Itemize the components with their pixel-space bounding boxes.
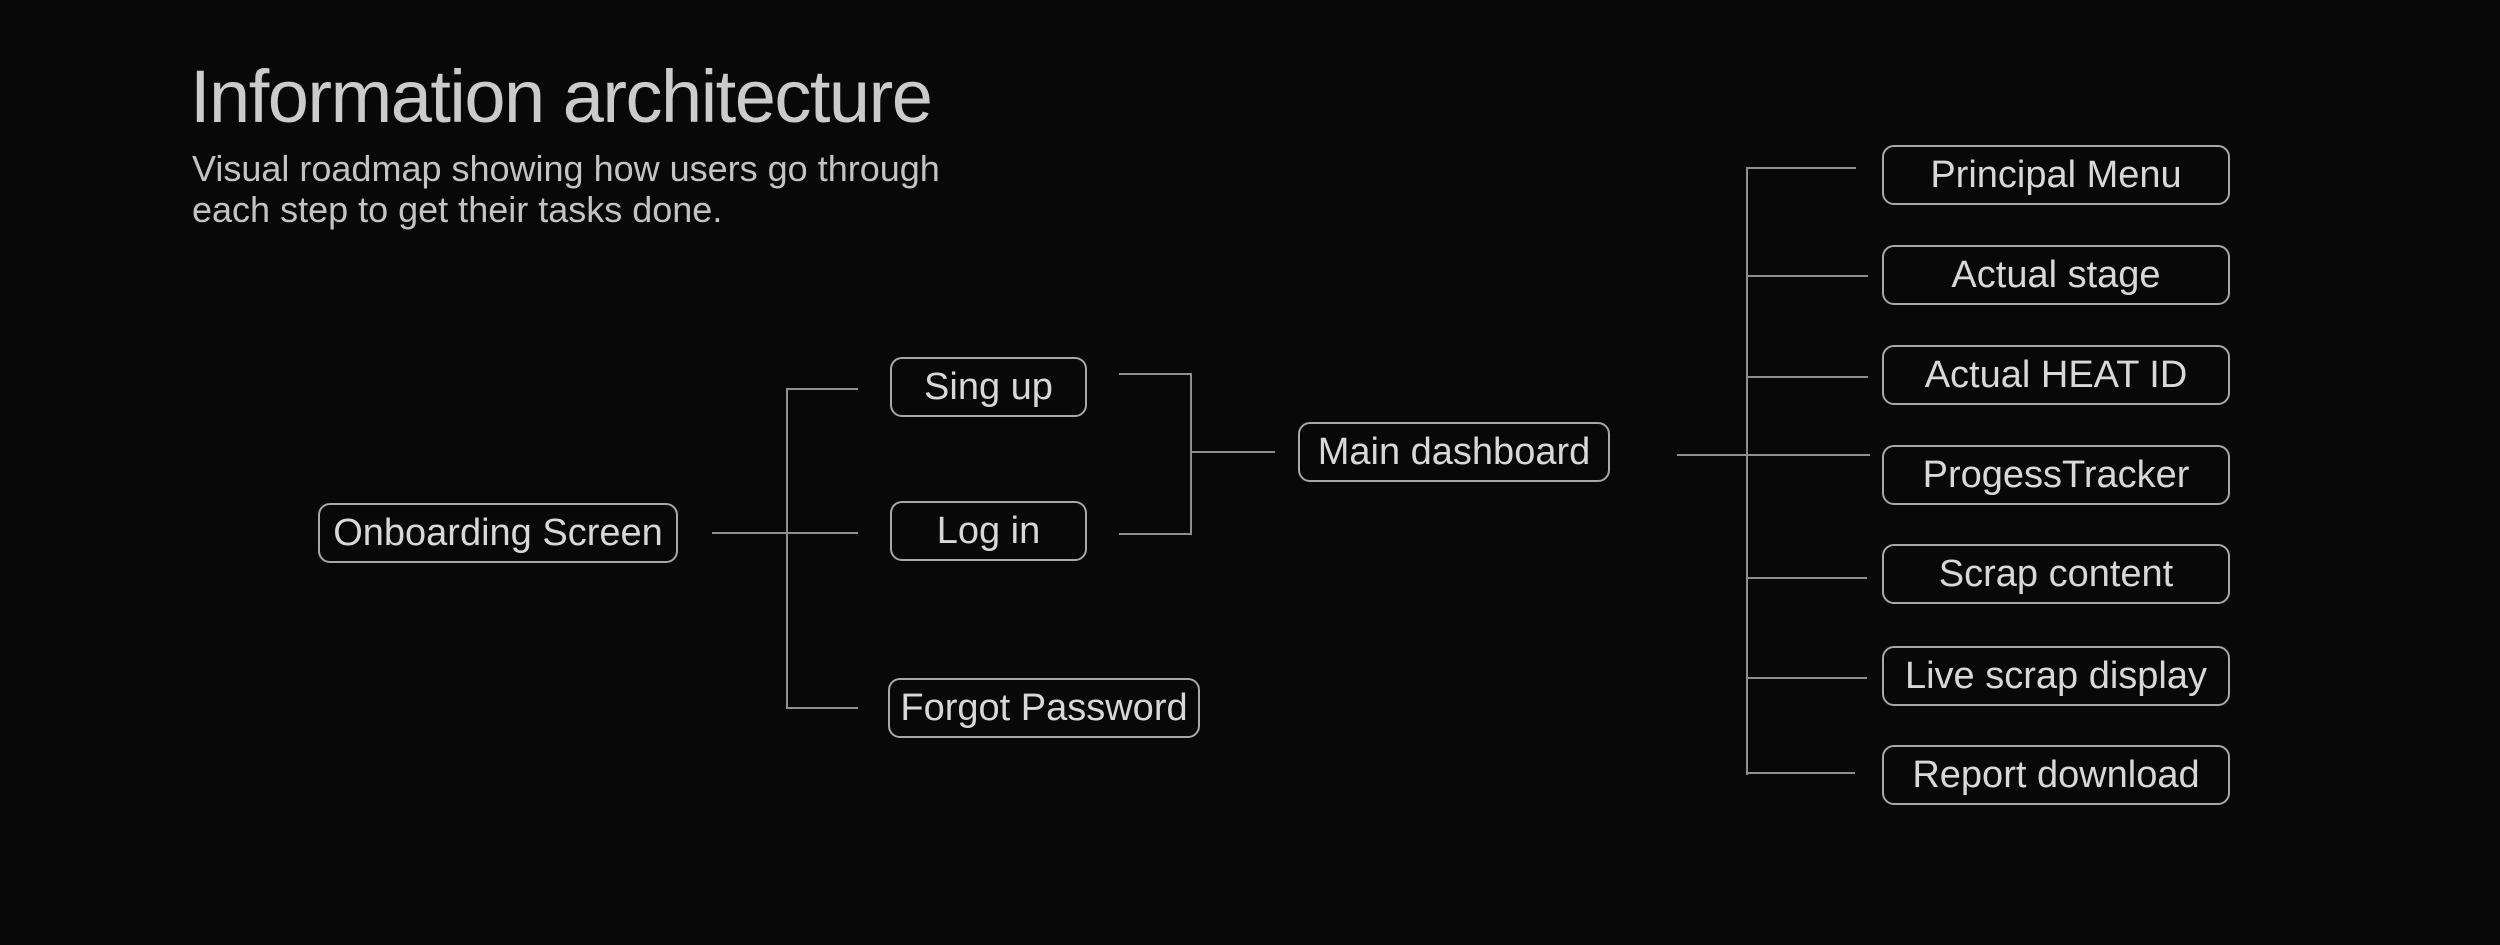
diagram-node-onboarding-screen: Onboarding Screen [318, 503, 678, 563]
page-title: Information architecture [190, 55, 933, 138]
node-label: Main dashboard [1317, 430, 1591, 473]
node-label: Sing up [924, 365, 1053, 408]
node-label: Actual HEAT ID [1924, 353, 2188, 396]
page-subtitle-line-1: Visual roadmap showing how users go thro… [192, 148, 940, 189]
diagram-node-scrap-content: Scrap content [1882, 544, 2230, 604]
diagram-node-principal-menu: Principal Menu [1882, 145, 2230, 205]
connector-branch-scrap [1747, 577, 1867, 579]
diagram-node-log-in: Log in [890, 501, 1087, 561]
connector-branch-signup [786, 388, 858, 390]
diagram-node-progress-tracker: ProgessTracker [1882, 445, 2230, 505]
connector-branch-heatid [1747, 376, 1868, 378]
node-label: Principal Menu [1930, 153, 2182, 196]
connector-dashboard-out [1677, 454, 1870, 456]
connector-merge-trunk [1190, 373, 1192, 535]
page-subtitle-line-2: each step to get their tasks done. [192, 189, 723, 230]
diagram-node-forgot-password: Forgot Password [888, 678, 1200, 738]
node-label: Live scrap display [1904, 654, 2208, 697]
connector-branch-principal [1747, 167, 1856, 169]
node-label: Report download [1912, 753, 2200, 796]
connector-branch-report [1747, 772, 1855, 774]
diagram-node-sign-up: Sing up [890, 357, 1087, 417]
diagram-node-actual-stage: Actual stage [1882, 245, 2230, 305]
connector-left-trunk [786, 388, 788, 709]
page-subtitle: Visual roadmap showing how users go thro… [192, 148, 940, 230]
node-label: Actual stage [1951, 253, 2161, 296]
node-label: Forgot Password [900, 686, 1188, 729]
node-label: Log in [936, 509, 1041, 552]
connector-branch-stage [1747, 275, 1868, 277]
connector-right-trunk [1746, 167, 1748, 775]
diagram-node-main-dashboard: Main dashboard [1298, 422, 1610, 482]
node-label: Scrap content [1938, 552, 2174, 595]
connector-branch-forgot [786, 707, 858, 709]
diagram-node-live-scrap-display: Live scrap display [1882, 646, 2230, 706]
connector-to-dashboard [1192, 451, 1275, 453]
connector-login-out [1119, 533, 1192, 535]
node-label: ProgessTracker [1922, 453, 2190, 496]
connector-signup-out [1119, 373, 1192, 375]
connector-branch-live [1747, 677, 1867, 679]
diagram-node-actual-heat-id: Actual HEAT ID [1882, 345, 2230, 405]
node-label: Onboarding Screen [333, 511, 663, 554]
diagram-node-report-download: Report download [1882, 745, 2230, 805]
connector-onboarding-to-trunk [712, 532, 858, 534]
